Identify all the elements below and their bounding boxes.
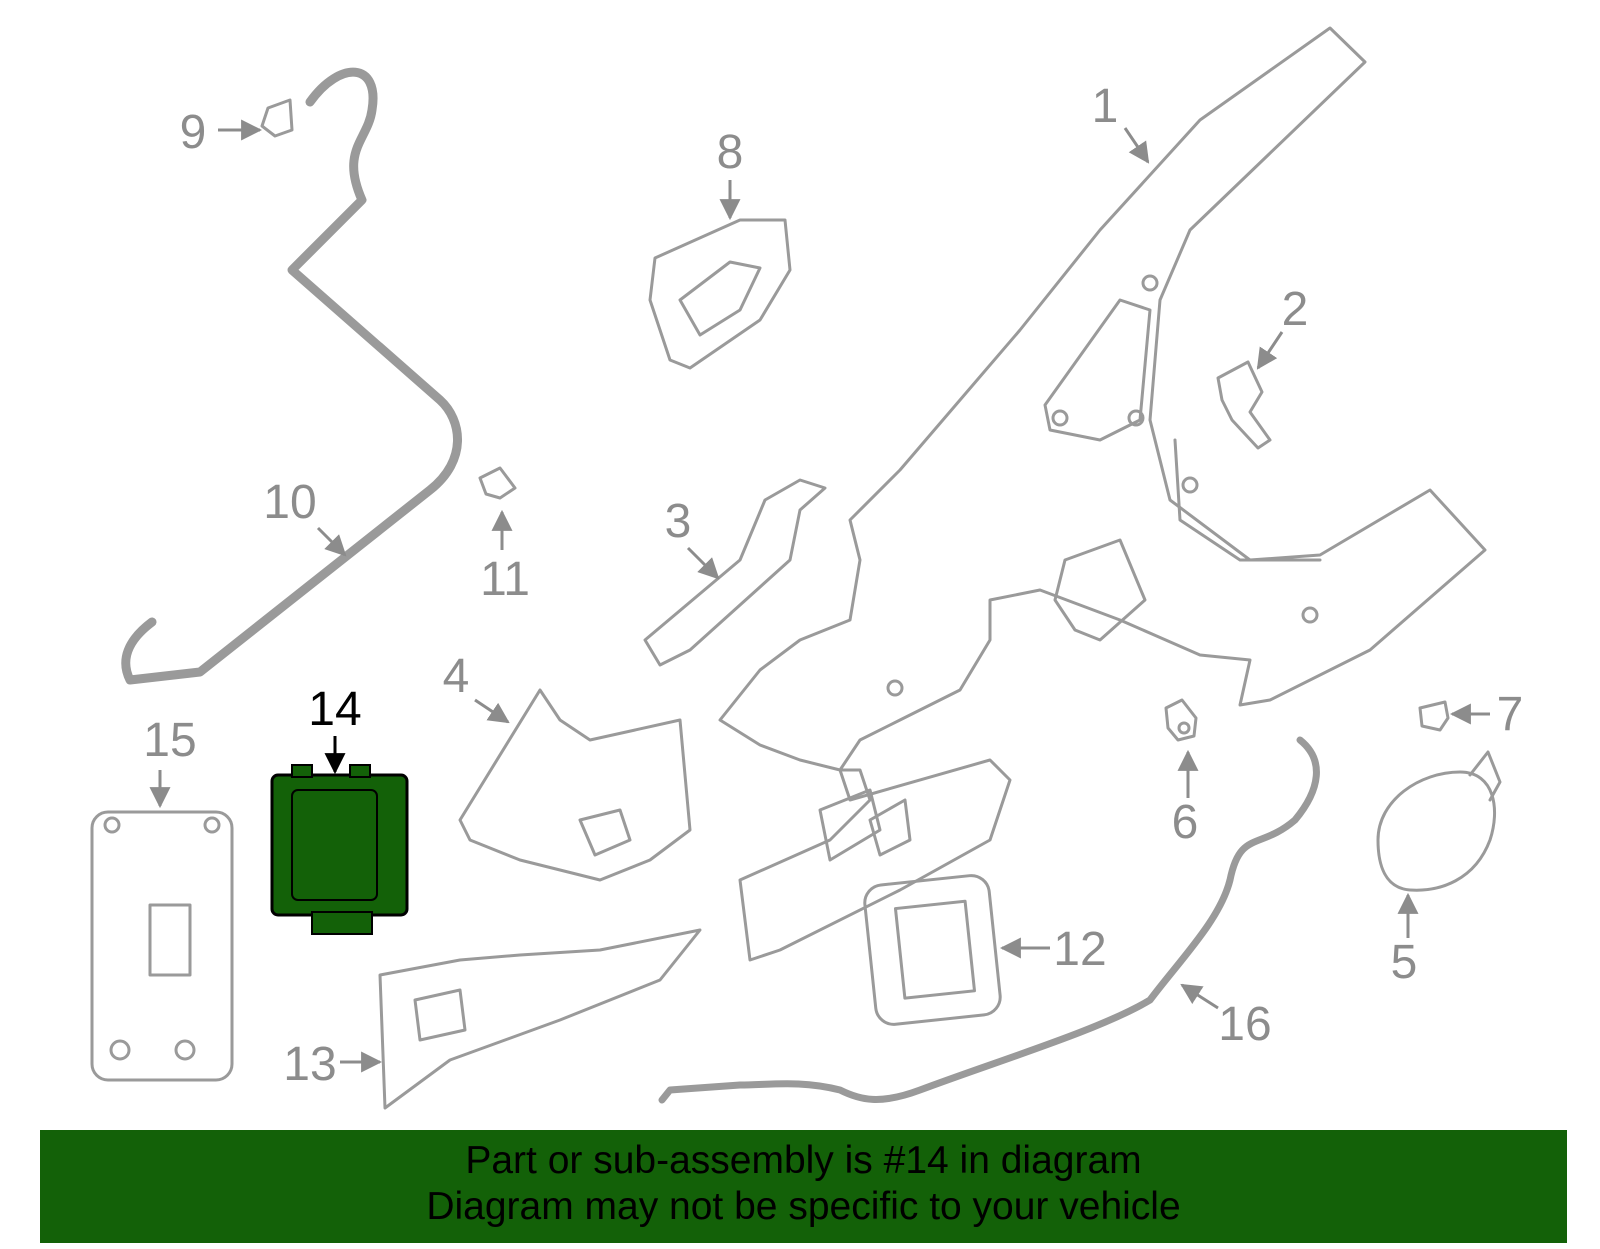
part-14-module: [270, 764, 409, 935]
part-12-grille: [863, 874, 1002, 1026]
part-2-bracket: [1216, 360, 1272, 450]
part-7-clip: [1418, 700, 1450, 732]
callout-14: 14: [308, 683, 361, 736]
callout-3: 3: [665, 495, 692, 548]
banner-line-2: Diagram may not be specific to your vehi…: [426, 1185, 1181, 1228]
callout-7: 7: [1497, 688, 1524, 741]
part-4-inner-panel: [458, 688, 692, 882]
part-10-cable: [121, 67, 462, 685]
callout-11: 11: [480, 553, 530, 606]
leader-lines: [149, 119, 1490, 1073]
callout-5: 5: [1391, 936, 1418, 989]
info-banner: Part or sub-assembly is #14 in diagram D…: [40, 1130, 1567, 1243]
callout-13: 13: [283, 1038, 336, 1091]
callout-15: 15: [143, 714, 196, 767]
part-13-lower-panel: [378, 928, 702, 1110]
part-16-wire-harness: [658, 736, 1320, 1104]
part-5-fuel-door: [1376, 750, 1502, 892]
callout-12: 12: [1053, 923, 1106, 976]
part-15-fuse-box: [90, 810, 234, 1082]
callout-2: 2: [1282, 283, 1309, 336]
part-1-quarter-panel: [718, 26, 1487, 962]
callout-4: 4: [443, 650, 470, 703]
part-9-clip: [260, 98, 294, 138]
part-8-housing: [648, 218, 792, 370]
part-6-grommet: [1164, 698, 1198, 742]
part-11-clip: [478, 466, 517, 500]
callout-10: 10: [263, 476, 316, 529]
callout-8: 8: [717, 126, 744, 179]
callout-1: 1: [1092, 80, 1119, 133]
callout-6: 6: [1172, 796, 1199, 849]
callout-16: 16: [1218, 998, 1271, 1051]
banner-line-1: Part or sub-assembly is #14 in diagram: [465, 1139, 1142, 1182]
callout-9: 9: [180, 106, 207, 159]
part-3-rail: [643, 478, 827, 667]
